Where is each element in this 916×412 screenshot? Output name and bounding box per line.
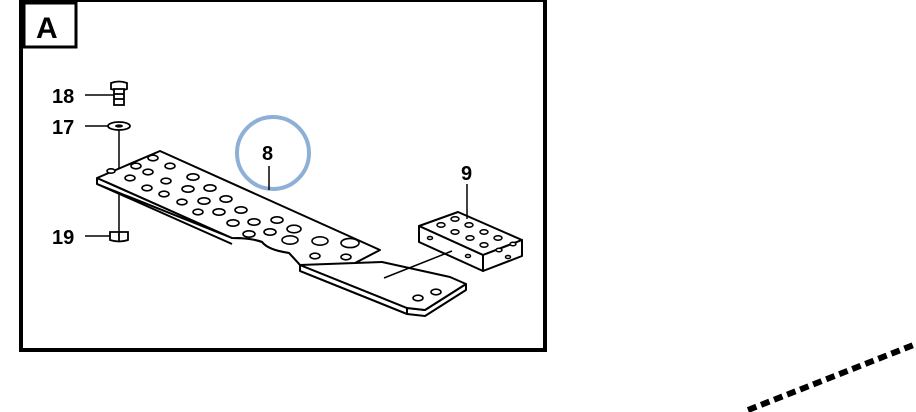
callout-label-18: 18 [52,86,74,108]
callout-label-9: 9 [461,163,472,185]
step-plate-part [96,150,467,317]
nut-part [109,231,129,243]
bolt-part [110,80,128,106]
callout-label-8: 8 [262,143,273,165]
section-label: A [36,12,58,45]
callout-label-17: 17 [52,117,74,139]
highlight-ring-8 [235,115,311,191]
diagram-frame [19,0,547,352]
step-plate-holes [106,154,442,302]
washer-part [107,121,131,131]
block-connector-line [383,250,453,279]
block-part [418,211,523,272]
block-holes [426,216,517,260]
section-label-box: A [22,1,78,49]
dashed-edge-mark [746,341,916,412]
callout-label-19: 19 [52,227,74,249]
